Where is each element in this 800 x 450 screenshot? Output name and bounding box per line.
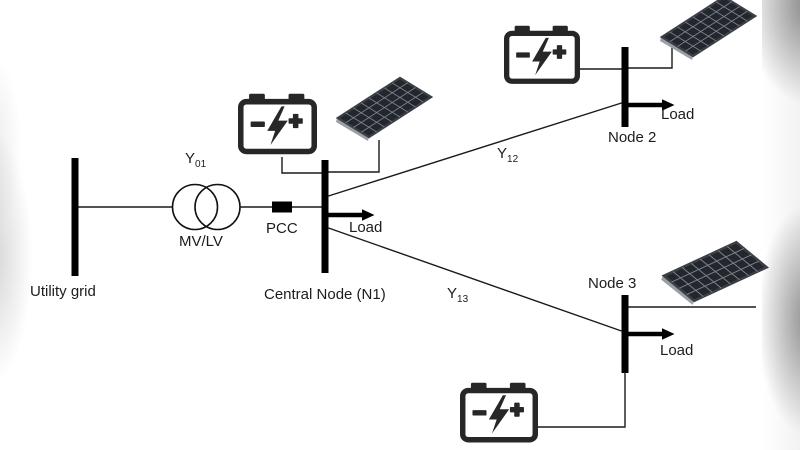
node3-battery-connector xyxy=(538,372,626,428)
node2-load-arrow xyxy=(628,99,675,111)
central-solar-panel-icon xyxy=(334,76,433,143)
label-node2: Node 2 xyxy=(608,129,657,146)
label-node3: Node 3 xyxy=(588,275,637,292)
label-load-node2: Load xyxy=(661,106,695,123)
node2-solar-connector xyxy=(628,46,673,69)
node3-battery-icon xyxy=(463,383,536,440)
node3-load-arrow xyxy=(628,328,675,340)
pcc-breaker-icon xyxy=(272,201,292,213)
utility-bus-bar xyxy=(71,158,79,276)
node2-bus-bar xyxy=(621,47,629,127)
y13-subscript: 13 xyxy=(457,294,469,305)
label-transformer: MV/LV xyxy=(179,233,223,250)
transformer-icon xyxy=(171,183,241,231)
central-load-arrow xyxy=(328,209,375,221)
y01-subscript: 01 xyxy=(195,159,207,170)
label-utility-grid: Utility grid xyxy=(30,283,96,300)
label-pcc: PCC xyxy=(266,220,298,237)
central-battery-connector xyxy=(281,157,322,174)
y12-base: Y xyxy=(497,145,508,162)
label-load-node3: Load xyxy=(660,342,694,359)
label-admittance-y01: Y01 xyxy=(185,150,207,170)
line-y13 xyxy=(328,227,622,332)
y13-base: Y xyxy=(447,285,458,302)
y12-subscript: 12 xyxy=(507,154,519,165)
node3-solar-panel-icon xyxy=(657,231,771,316)
node2-solar-panel-icon xyxy=(658,0,757,62)
line-y12 xyxy=(328,102,622,197)
node2-battery-icon xyxy=(507,26,578,81)
label-central-node: Central Node (N1) xyxy=(264,286,386,303)
y01-base: Y xyxy=(185,150,196,167)
central-solar-connector xyxy=(328,140,380,173)
label-load-central: Load xyxy=(349,219,383,236)
node3-bus-bar xyxy=(621,295,629,373)
label-admittance-y13: Y13 xyxy=(447,285,469,305)
central-node-bus-bar xyxy=(321,160,329,273)
central-battery-icon xyxy=(241,94,314,152)
label-admittance-y12: Y12 xyxy=(497,145,519,165)
